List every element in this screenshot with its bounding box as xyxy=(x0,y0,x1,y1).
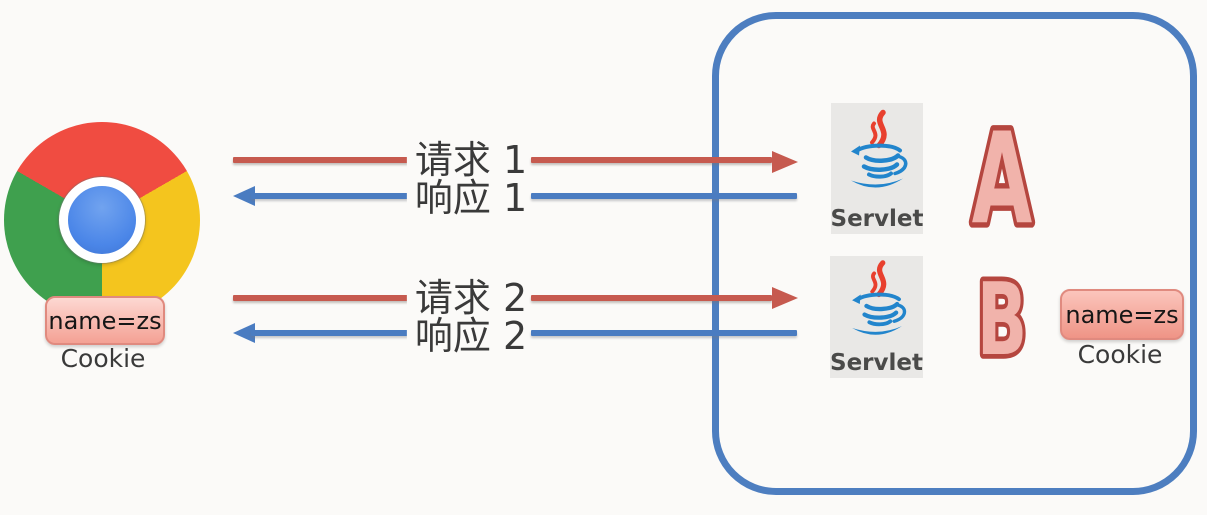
browser-cookie-chip: name=zs xyxy=(45,296,165,345)
chrome-browser-icon xyxy=(4,122,200,318)
java-servlet-icon xyxy=(851,109,908,188)
server-cookie-caption: Cookie xyxy=(1077,340,1163,369)
request-1-line-left xyxy=(233,157,411,163)
response-2-arrowhead-icon xyxy=(233,323,255,343)
svg-text:A: A xyxy=(972,105,1032,252)
response-2-line-left xyxy=(251,330,412,336)
servlet-a-card: Servlet xyxy=(830,103,924,234)
java-servlet-icon xyxy=(851,260,906,335)
svg-text:B: B xyxy=(977,261,1027,378)
server-cookie-chip: name=zs xyxy=(1060,289,1184,340)
browser-cookie-caption: Cookie xyxy=(60,344,146,373)
servlet-b-badge-label: Servlet xyxy=(830,350,923,376)
servlet-a-badge-label: Servlet xyxy=(830,206,924,232)
request-1-label: 请求 1 xyxy=(406,140,536,180)
response-2-label: 响应 2 xyxy=(406,316,536,356)
response-1-line-left xyxy=(251,193,412,199)
response-1-label: 响应 1 xyxy=(406,178,536,218)
request-2-label: 请求 2 xyxy=(406,278,536,318)
request-2-line-left xyxy=(233,295,411,301)
server-boundary-box xyxy=(712,12,1197,495)
response-1-arrowhead-icon xyxy=(233,186,255,206)
servlet-b-letter: B xyxy=(974,258,1031,381)
chrome-hub-icon xyxy=(59,177,145,263)
servlet-b-card: Servlet xyxy=(830,256,923,378)
servlet-a-letter: A xyxy=(968,102,1036,256)
